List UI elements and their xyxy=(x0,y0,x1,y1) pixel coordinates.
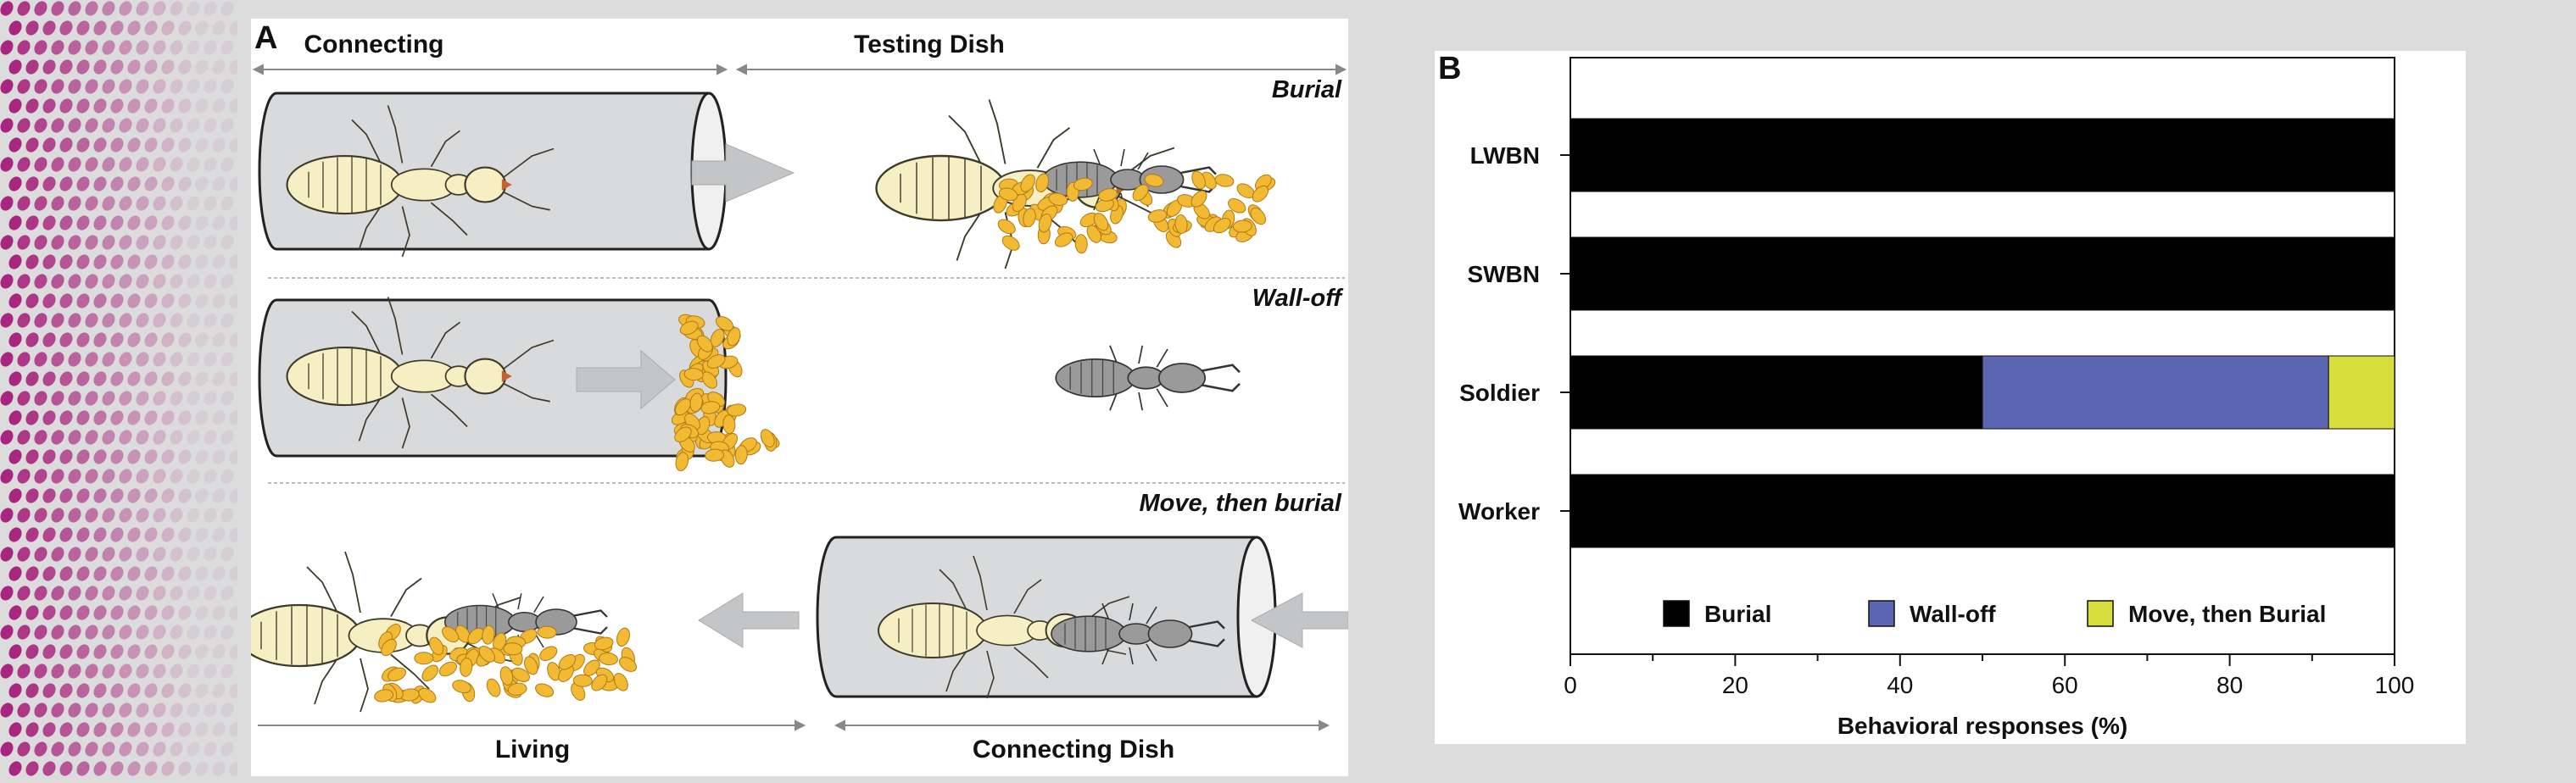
x-tick-label: 40 xyxy=(1887,672,1913,698)
bar-worker-burial xyxy=(1570,474,2395,548)
panel-a-diagram: A Connecting Testing Dish Burial Wall-of… xyxy=(251,19,1348,776)
x-tick-label: 0 xyxy=(1564,672,1577,698)
legend-swatch xyxy=(1663,600,1690,627)
legend-label: Wall-off xyxy=(1910,601,1996,627)
row-label-burial: Burial xyxy=(1271,76,1341,103)
panel-b-letter: B xyxy=(1438,51,1462,86)
bar-soldier-burial xyxy=(1570,355,1983,430)
y-tick-label: SWBN xyxy=(1467,261,1540,287)
row-label-wall-off: Wall-off xyxy=(1252,285,1341,312)
x-axis-label: Behavioral responses (%) xyxy=(1837,713,2127,739)
header-connecting: Connecting xyxy=(304,31,444,58)
legend-swatch xyxy=(1868,600,1895,627)
bar-soldier-wall-off xyxy=(1982,355,2329,430)
x-tick-label: 100 xyxy=(2375,672,2415,698)
decorative-dot-pattern xyxy=(0,1,237,776)
bar-lwbn-burial xyxy=(1570,118,2395,192)
row-label-move-then-burial: Move, then burial xyxy=(1139,490,1341,517)
legend-label: Burial xyxy=(1704,601,1771,627)
bar-swbn-burial xyxy=(1570,236,2395,311)
legend-swatch xyxy=(2087,600,2114,627)
header-testing-dish: Testing Dish xyxy=(854,31,1005,58)
legend-label: Move, then Burial xyxy=(2128,601,2326,627)
y-tick-label: LWBN xyxy=(1470,142,1540,169)
x-tick-label: 20 xyxy=(1722,672,1748,698)
header-living: Living xyxy=(494,736,571,764)
x-tick-label: 60 xyxy=(2052,672,2078,698)
panel-a-letter: A xyxy=(254,20,278,56)
x-tick-label: 80 xyxy=(2216,672,2243,698)
y-tick-label: Worker xyxy=(1458,498,1540,525)
bar-soldier-move-then-burial xyxy=(2328,355,2395,430)
diagram-artwork xyxy=(251,64,1348,731)
header-connecting-dish: Connecting Dish xyxy=(972,736,1175,764)
y-tick-label: Soldier xyxy=(1459,380,1540,406)
